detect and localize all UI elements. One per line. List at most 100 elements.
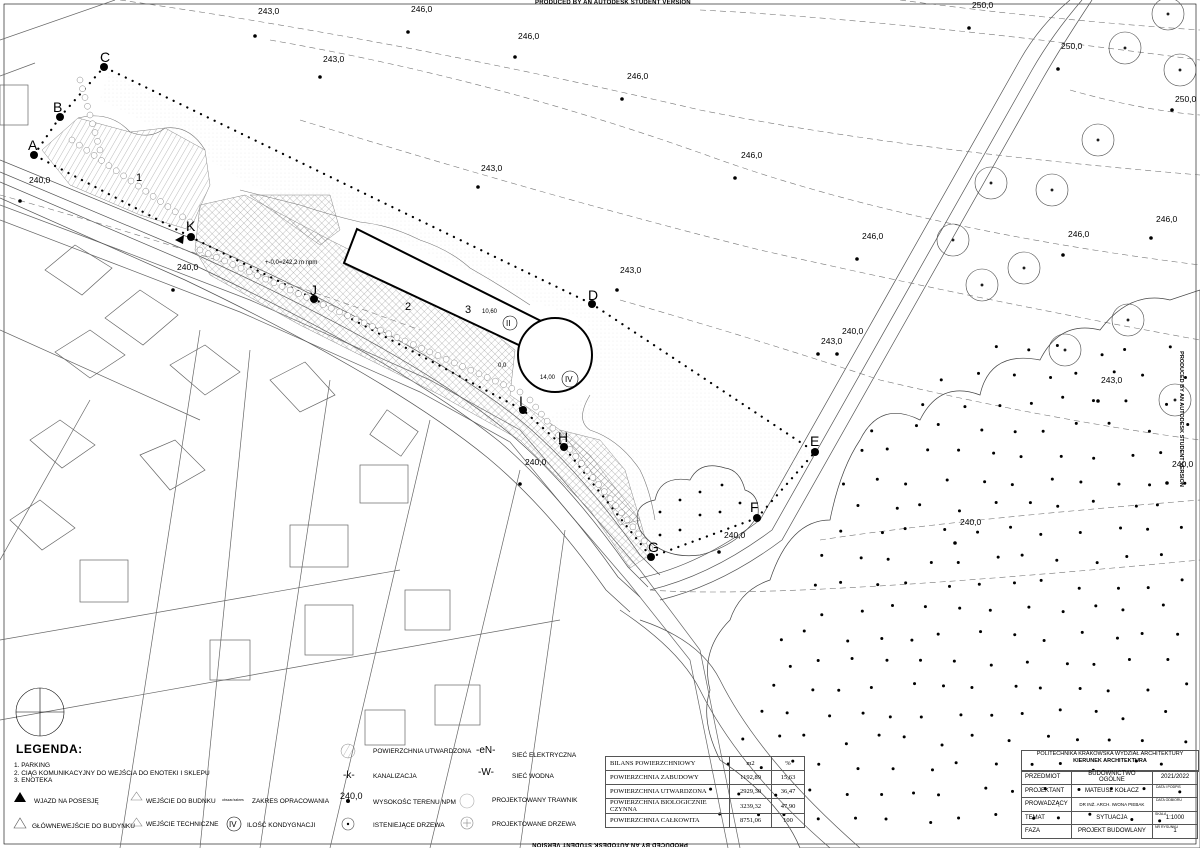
table-cell: POWIERZCHNIA UTWARDZONA: [605, 784, 730, 799]
walkway-marker: [583, 467, 591, 474]
elevation-label: 243,0: [481, 163, 503, 173]
tree-dot: [1077, 586, 1081, 590]
point-H: H: [558, 429, 568, 451]
elevation-label: 246,0: [862, 231, 884, 241]
tree-dot: [1065, 662, 1069, 666]
tree-dot: [904, 581, 908, 585]
tree-dot: [1061, 610, 1065, 614]
tree-dot: [994, 812, 998, 816]
elevation-label: 243,0: [323, 54, 345, 64]
walkway-marker: [98, 157, 105, 164]
walkway-marker: [196, 246, 204, 254]
tree-dot: [1184, 740, 1188, 744]
tree-dot: [877, 733, 881, 737]
tree-dot: [846, 639, 850, 643]
watermark-right: PRODUCED BY AN AUTODESK STUDENT VERSION: [1177, 351, 1184, 487]
legend-sewage: KANALIZACJA: [373, 773, 417, 780]
tree-dot: [841, 482, 845, 486]
point-label: E: [810, 433, 819, 449]
tree-dot: [994, 501, 998, 505]
tree-dot: [1166, 12, 1170, 16]
elevation-mark: 243,0: [816, 336, 843, 356]
main-entrance-icon: [13, 817, 27, 829]
tree-dot: [1080, 630, 1084, 634]
tree-dot: [1123, 347, 1127, 351]
title-row: FAZA PROJEKT BUDOWLANY NR RYSUNKU 1: [1021, 824, 1198, 839]
tree-dot: [1039, 532, 1043, 536]
walkway-marker: [105, 162, 113, 169]
walkway-marker: [84, 103, 91, 110]
school-name: POLITECHNIKA KRAKOWSKA WYDZIAŁ ARCHITEKT…: [1036, 751, 1184, 757]
walkway-marker: [270, 279, 278, 287]
title-row: PROWADZĄCY DR INŻ. ARCH. IWONA PIEBAK DA…: [1021, 797, 1198, 812]
tree-dot: [658, 510, 662, 514]
tree-dot: [1106, 689, 1110, 693]
tree-dot: [885, 447, 889, 451]
table-cell: 1192,89: [728, 770, 773, 785]
tree-dot: [1027, 605, 1031, 609]
tree-dot: [1159, 553, 1163, 557]
tree-dot: [802, 629, 806, 633]
table-row: POWIERZCHNIA UTWARDZONA 2929,30 36,47: [605, 784, 805, 799]
walkway-marker: [68, 136, 76, 144]
tree-crown: [1111, 303, 1145, 337]
tree-dot: [963, 405, 967, 409]
walkway-marker: [601, 488, 608, 495]
walkway-marker: [179, 213, 186, 221]
legend-lawn: PROJEKTOWANY TRAWNIK: [492, 797, 578, 804]
tree-crown: [974, 166, 1008, 200]
tree-dot: [698, 490, 702, 494]
elevation-mark: 246,0: [733, 150, 763, 180]
tree-dot: [988, 608, 992, 612]
table-cell: 100: [771, 813, 805, 828]
elevation-mark: 246,0: [1061, 229, 1090, 257]
walkway-marker: [646, 544, 654, 552]
drawing-number-label: NR RYSUNKU: [1155, 825, 1179, 829]
zone-numbers: 1 2 3: [136, 172, 471, 316]
tree-dot: [1038, 686, 1042, 690]
elevation-dot-icon: [346, 799, 350, 803]
tree-dot: [929, 821, 933, 825]
walkway-circles: [68, 76, 654, 552]
legend-list-item: 3. ENOTEKA: [14, 777, 53, 784]
tree-dot: [1094, 604, 1098, 608]
walkway-marker: [76, 76, 84, 84]
tree-crown: [1007, 251, 1041, 285]
tree-crown: [936, 223, 970, 257]
tree-dot: [845, 793, 849, 797]
tree-dot: [1095, 561, 1099, 565]
tree-dot: [1115, 636, 1119, 640]
tree-dot: [1147, 429, 1151, 433]
legend-k-symbol: -k-: [343, 770, 355, 781]
legend-electric: SIEĆ ELEKTRYCZNA: [512, 752, 577, 759]
walkway-marker: [426, 348, 433, 356]
walkway-marker: [221, 257, 228, 265]
elevation-mark: 246,0: [855, 231, 884, 261]
level-note: +-0,0=242,2 m npm: [265, 260, 317, 266]
walkway-marker: [295, 290, 302, 297]
tree-dot: [1141, 373, 1145, 377]
walkway-marker: [79, 85, 86, 92]
tree-dot: [859, 556, 863, 560]
drawing-number-cell: NR RYSUNKU 1: [1152, 824, 1198, 839]
tree-dot: [1030, 762, 1034, 766]
tree-dot: [1041, 429, 1045, 433]
title-row: PROJEKTANT MATEUSZ KOŁACZ DATA I PODPIS: [1021, 783, 1198, 798]
tree-dot: [998, 404, 1002, 408]
walkway-marker: [83, 147, 90, 154]
tree-dot: [994, 762, 998, 766]
tree-dot: [1078, 686, 1082, 690]
walkway-marker: [204, 250, 212, 257]
hardened-surface-icon: [340, 743, 356, 759]
tree-dot: [1061, 395, 1065, 399]
elevation-label: 246,0: [411, 4, 433, 14]
walkway-marker: [578, 460, 585, 467]
walkway-marker: [377, 326, 384, 334]
tree-dot: [678, 498, 682, 502]
tree-dot: [1013, 430, 1017, 434]
tree-dot: [860, 448, 864, 452]
elevation-mark: 250,0: [967, 0, 994, 30]
table-cell: 47,90: [771, 798, 805, 814]
tree-dot: [1010, 789, 1014, 793]
walkway-marker: [352, 315, 360, 323]
